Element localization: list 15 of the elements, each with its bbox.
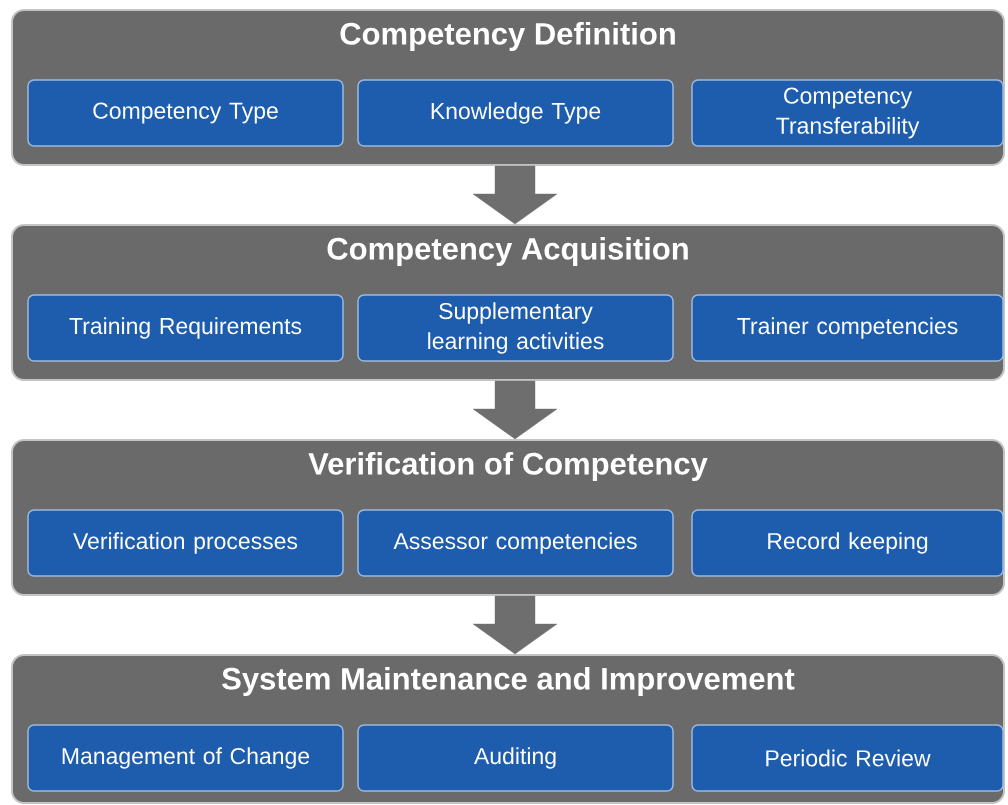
item-box: Competency Type [27,79,344,147]
block-arrow [472,595,558,655]
item-box: Competency Transferability [691,79,1004,147]
item-box: Management of Change [27,724,344,792]
item-box: Auditing [357,724,674,792]
item-box: Supplementary learning activities [357,294,674,362]
item-box: Assessor competencies [357,509,674,577]
item-box: Verification processes [27,509,344,577]
block-arrow [472,165,558,225]
item-box: Training Requirements [27,294,344,362]
item-box: Trainer competencies [691,294,1004,362]
item-box: Periodic Review [691,724,1004,792]
item-box: Record keeping [691,509,1004,577]
item-box: Knowledge Type [357,79,674,147]
block-arrow [472,380,558,440]
